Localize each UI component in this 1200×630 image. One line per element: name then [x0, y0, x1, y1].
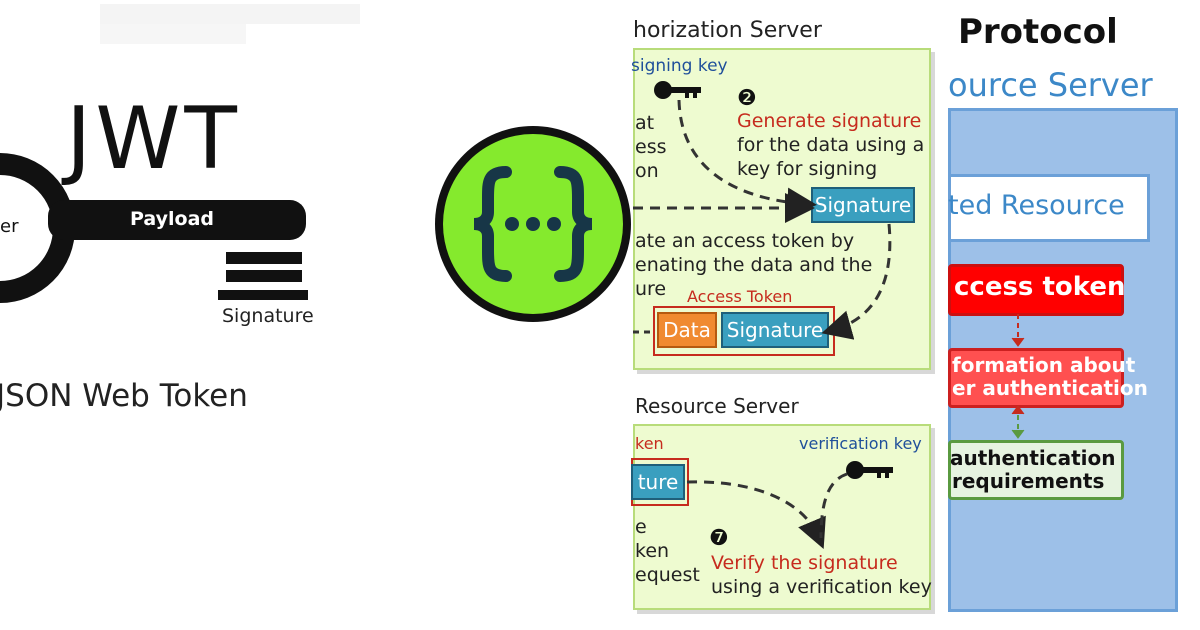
info-line-2: er authentication — [952, 376, 1148, 400]
concat-line-2: enating the data and the — [635, 254, 873, 276]
req-frag-3: equest — [635, 564, 700, 586]
protected-resource-label: ted Resource — [948, 190, 1125, 221]
step2-line2: key for signing — [737, 158, 878, 180]
verification-key-label: verification key — [799, 434, 922, 453]
auth-line-2: requirements — [952, 469, 1105, 493]
step2-line1: for the data using a — [737, 134, 925, 156]
jwt-panel: JWT er Payload Signature JSON Web Token — [0, 4, 631, 414]
top-bar-decoration-2 — [100, 24, 246, 44]
concat-line-3: ure — [635, 278, 667, 300]
token-fragment: ken — [635, 434, 664, 453]
jwt-caption: JSON Web Token — [0, 378, 248, 414]
jwt-payload-label: Payload — [130, 208, 215, 230]
verification-key-icon — [846, 461, 893, 479]
left-frag-3: on — [635, 160, 659, 182]
access-token-box — [948, 264, 1124, 316]
step2-title: Generate signature — [737, 110, 922, 132]
protocol-title: Protocol — [958, 12, 1118, 52]
auth-requirements-box — [948, 440, 1124, 500]
left-frag-2: ess — [635, 136, 667, 158]
signing-key-label: signing key — [631, 56, 728, 76]
auth-diagram-panel: horization Server signing key ❷ Generate… — [631, 0, 948, 630]
access-token-text: ccess token — [954, 272, 1126, 302]
info-line-1: formation about — [952, 353, 1136, 377]
req-frag-2: ken — [635, 540, 670, 562]
arrow-signature-to-verify — [686, 480, 826, 550]
info-box — [948, 348, 1124, 408]
jwt-signature-label: Signature — [222, 305, 314, 327]
access-token-label: Access Token — [687, 287, 793, 306]
protected-resource-box — [948, 174, 1150, 242]
concat-line-1: ate an access token by — [635, 230, 855, 252]
resource-server-title: Resource Server — [635, 394, 799, 418]
key-tooth-1 — [226, 252, 302, 264]
step7-line: using a verification key — [711, 576, 932, 598]
key-tooth-2 — [226, 270, 302, 282]
resource-server-box — [633, 424, 931, 610]
flow-arrows — [633, 99, 892, 550]
auth-line-1: authentication — [950, 446, 1116, 470]
auth-server-title: horization Server — [633, 18, 822, 43]
jwt-header-fragment: er — [0, 216, 19, 237]
top-bar-decoration — [100, 4, 360, 24]
step7-title: Verify the signature — [711, 552, 898, 574]
jwt-title: JWT — [66, 89, 241, 189]
swagger-braces-icon — [435, 126, 631, 322]
arrow-key-to-signature — [677, 99, 817, 218]
resource-server-heading: ource Server — [948, 66, 1153, 104]
arrow-key-to-verify — [819, 472, 848, 539]
signature-fragment-box: ture — [631, 464, 685, 500]
jwt-key-icon — [0, 153, 308, 303]
signing-key-icon — [654, 81, 701, 99]
step7-marker: ❼ — [709, 526, 729, 551]
protocol-panel: Protocol ource Server ted Resource ccess… — [948, 0, 1200, 630]
signature-box: Signature — [811, 187, 915, 223]
arrow-signature-to-token — [821, 223, 892, 340]
protocol-arrows — [1011, 314, 1025, 439]
key-tooth-3 — [218, 290, 308, 300]
data-box: Data — [657, 312, 717, 348]
key-shaft — [48, 200, 306, 240]
step2-marker: ❷ — [737, 86, 757, 111]
left-frag-1: at — [635, 112, 655, 134]
signature-box-2: Signature — [721, 312, 829, 348]
req-frag-1: e — [635, 516, 647, 538]
